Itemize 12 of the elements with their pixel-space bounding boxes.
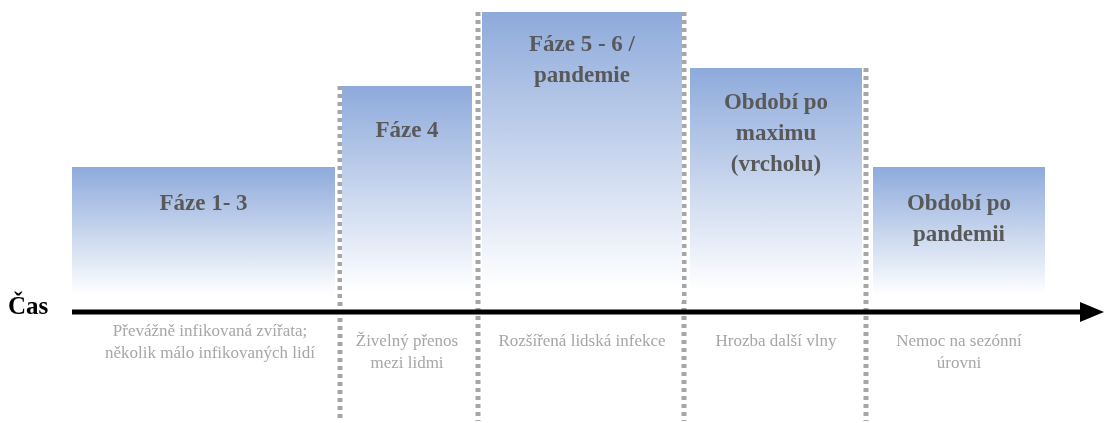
phase-box xyxy=(482,12,682,302)
phase-title: Fáze 4 xyxy=(374,116,440,144)
phase-title: Období po pandemii xyxy=(905,189,1013,249)
phase-description: Hrozba další vlny xyxy=(714,330,838,352)
phase-title: Období po maximu (vrcholu) xyxy=(722,88,830,179)
phase-title: Fáze 5 - 6 / pandemie xyxy=(528,30,636,90)
phase-description: Rozšířená lidská infekce xyxy=(497,330,667,352)
phase-description: Nemoc na sezónní úrovni xyxy=(895,330,1023,375)
phase-description: Převážně infikovaná zvířata; několik málo infikovaných lidí xyxy=(103,320,317,365)
phase-title: Fáze 1- 3 xyxy=(158,189,249,217)
axis-label: Čas xyxy=(8,292,49,320)
phase-description: Živelný přenos mezi lidmi xyxy=(354,330,460,375)
